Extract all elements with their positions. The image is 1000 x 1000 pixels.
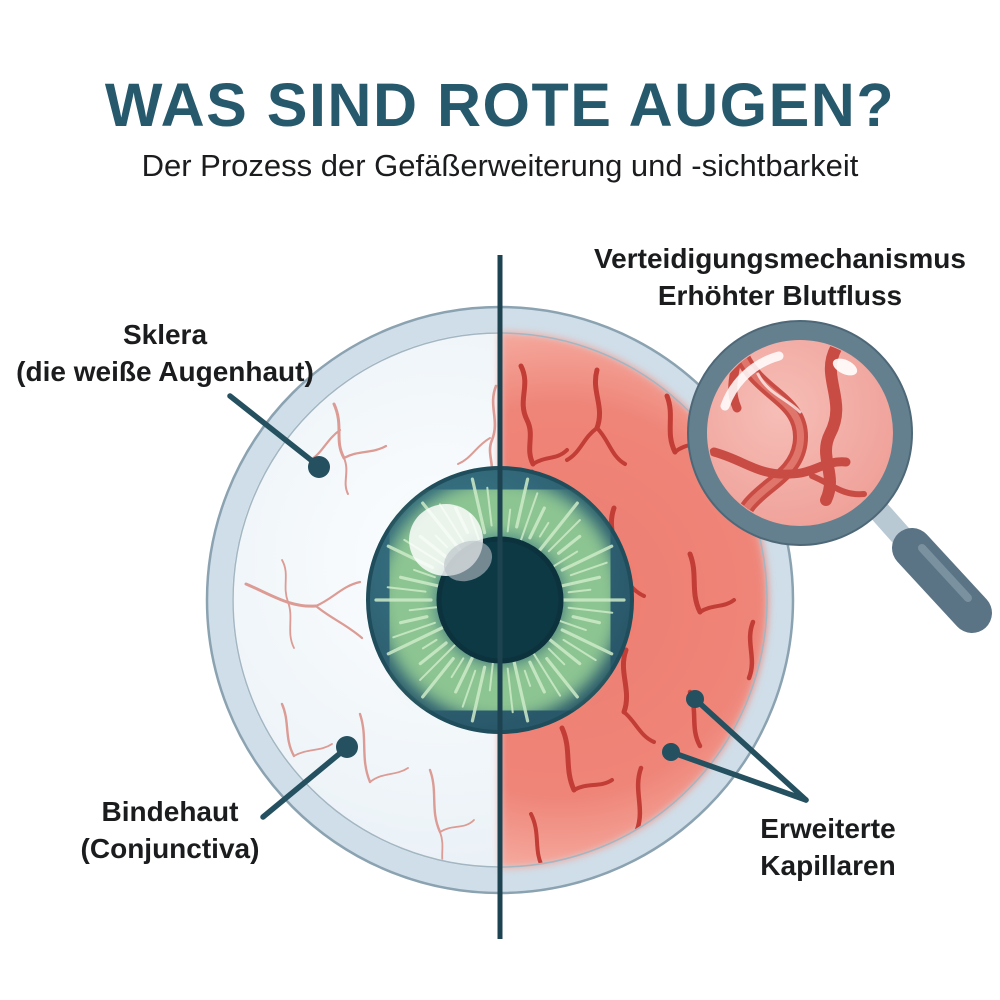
kapillaren-pointer-line-2 bbox=[668, 749, 809, 803]
kapillaren-pointer-line-1 bbox=[692, 696, 809, 803]
sklera-pointer-dot bbox=[308, 456, 330, 478]
kapillaren-pointer-dot-2 bbox=[662, 743, 680, 761]
pointer-lines bbox=[227, 393, 809, 820]
iris bbox=[366, 466, 634, 734]
bindehaut-pointer-line bbox=[260, 747, 347, 820]
magnifier-handle-highlight bbox=[918, 544, 972, 602]
magnifier bbox=[687, 320, 992, 633]
kapillaren-pointer-dot-1 bbox=[686, 690, 704, 708]
sklera-pointer-line bbox=[227, 393, 319, 467]
lens-glare-dot bbox=[832, 358, 858, 376]
lens-glare bbox=[720, 351, 784, 411]
magnifier-handle bbox=[892, 528, 992, 633]
eye-highlight-secondary bbox=[443, 540, 493, 582]
bindehaut-pointer-dot bbox=[336, 736, 358, 758]
